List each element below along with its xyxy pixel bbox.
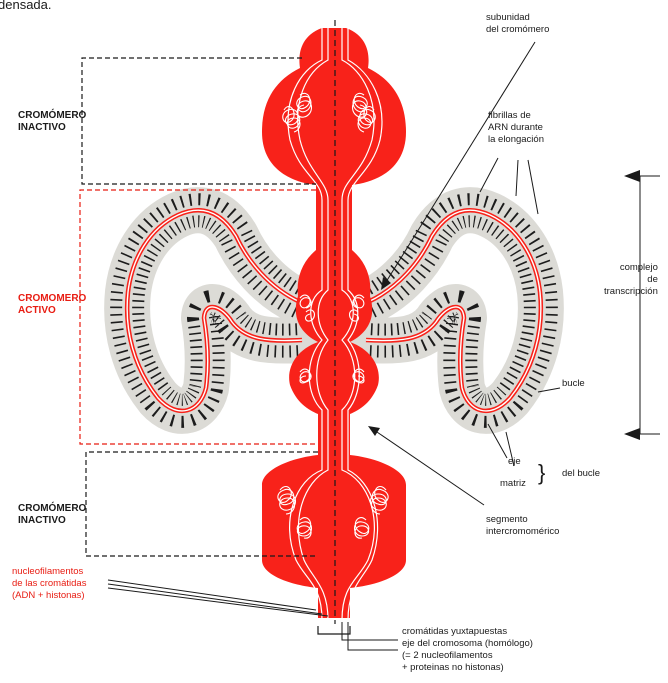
label-eje: eje (508, 456, 521, 468)
label-fibrillas: fibrillas de ARN durante la elongación (488, 110, 544, 146)
label-del-bucle: del bucle (562, 468, 600, 480)
label-cromomero-activo: CROMOMERO ACTIVO (18, 293, 86, 317)
label-segmento: segmento intercromomérico (486, 514, 559, 538)
label-cromomero-inactivo-bottom: CROMÓMERO INACTIVO (18, 503, 86, 527)
label-matriz: matriz (500, 478, 526, 490)
label-cromomero-inactivo-top: CROMÓMERO INACTIVO (18, 110, 86, 134)
label-nucleofilamentos: nucleofilamentos de las cromátidas (ADN … (12, 566, 86, 602)
label-subunidad: subunidad del cromómero (486, 12, 549, 36)
label-brace: } (538, 462, 545, 484)
caption-fragment: densada. (0, 0, 52, 12)
label-complejo: complejo de transcripción (604, 262, 658, 298)
right-loop (366, 210, 541, 411)
left-loop (127, 210, 302, 411)
label-cromatidas: cromátidas yuxtapuestas eje del cromosom… (402, 626, 533, 674)
label-bucle: bucle (562, 378, 585, 390)
